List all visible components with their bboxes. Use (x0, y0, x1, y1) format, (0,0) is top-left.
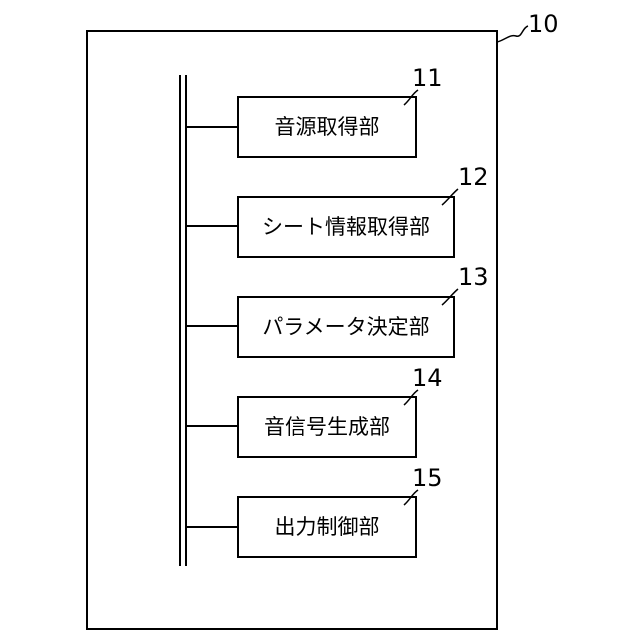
block-parameter-determination: パラメータ決定部 13 (186, 263, 489, 357)
block-output-control: 出力制御部 15 (186, 464, 443, 557)
device-ref-label: 10 (528, 10, 559, 38)
block-ref-label: 14 (412, 364, 443, 392)
block-label: 音信号生成部 (264, 415, 390, 439)
block-ref-label: 12 (458, 163, 489, 191)
device-ref-leader (497, 26, 528, 42)
block-sound-source-acquisition: 音源取得部 11 (186, 64, 443, 157)
block-label: シート情報取得部 (262, 215, 430, 239)
block-sound-signal-generation: 音信号生成部 14 (186, 364, 443, 457)
block-ref-label: 15 (412, 464, 443, 492)
block-label: パラメータ決定部 (262, 315, 429, 339)
block-ref-label: 11 (412, 64, 443, 92)
block-ref-label: 13 (458, 263, 489, 291)
block-label: 出力制御部 (275, 515, 380, 539)
block-sheet-info-acquisition: シート情報取得部 12 (186, 163, 489, 257)
block-label: 音源取得部 (275, 115, 380, 139)
